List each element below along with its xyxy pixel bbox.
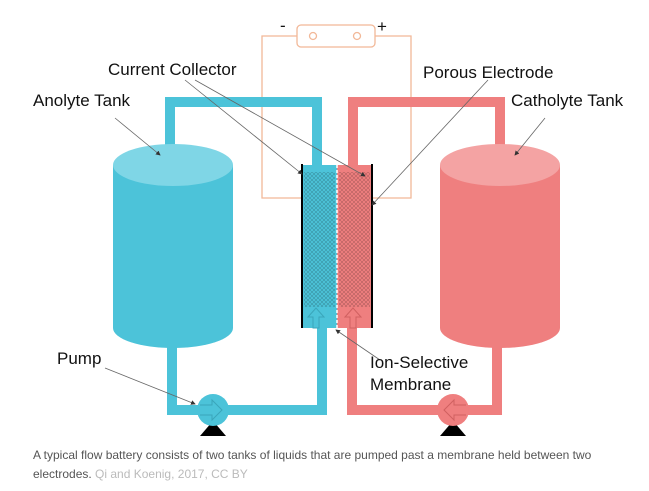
pump-label: Pump xyxy=(57,349,101,368)
catholyte-tank xyxy=(440,144,560,348)
porous-electrode-cathode xyxy=(339,172,370,307)
minus-terminal-label: - xyxy=(280,16,286,35)
membrane-label-line2: Membrane xyxy=(370,375,451,394)
load-battery-icon xyxy=(296,24,376,48)
catholyte-pump-icon xyxy=(437,394,469,436)
catholyte-tank-label: Catholyte Tank xyxy=(511,91,624,110)
membrane-label-line1: Ion-Selective xyxy=(370,353,468,372)
caption-text: A typical flow battery consists of two t… xyxy=(33,448,592,481)
anolyte-loop xyxy=(165,97,327,415)
plus-terminal-label: + xyxy=(377,17,387,36)
figure-caption: A typical flow battery consists of two t… xyxy=(33,446,633,484)
leader-lines xyxy=(104,79,546,405)
current-collector-label: Current Collector xyxy=(108,60,237,79)
anolyte-pump-icon xyxy=(197,394,229,436)
caption-credit: Qi and Koenig, 2017, CC BY xyxy=(95,467,248,481)
external-circuit xyxy=(261,24,412,199)
porous-electrode-anode xyxy=(304,172,335,307)
porous-electrode-label: Porous Electrode xyxy=(423,63,553,82)
electrochemical-cell xyxy=(301,164,373,329)
anolyte-tank-label: Anolyte Tank xyxy=(33,91,131,110)
catholyte-loop xyxy=(347,97,505,415)
anolyte-tank xyxy=(113,144,233,348)
flow-battery-diagram: - + xyxy=(33,16,624,436)
